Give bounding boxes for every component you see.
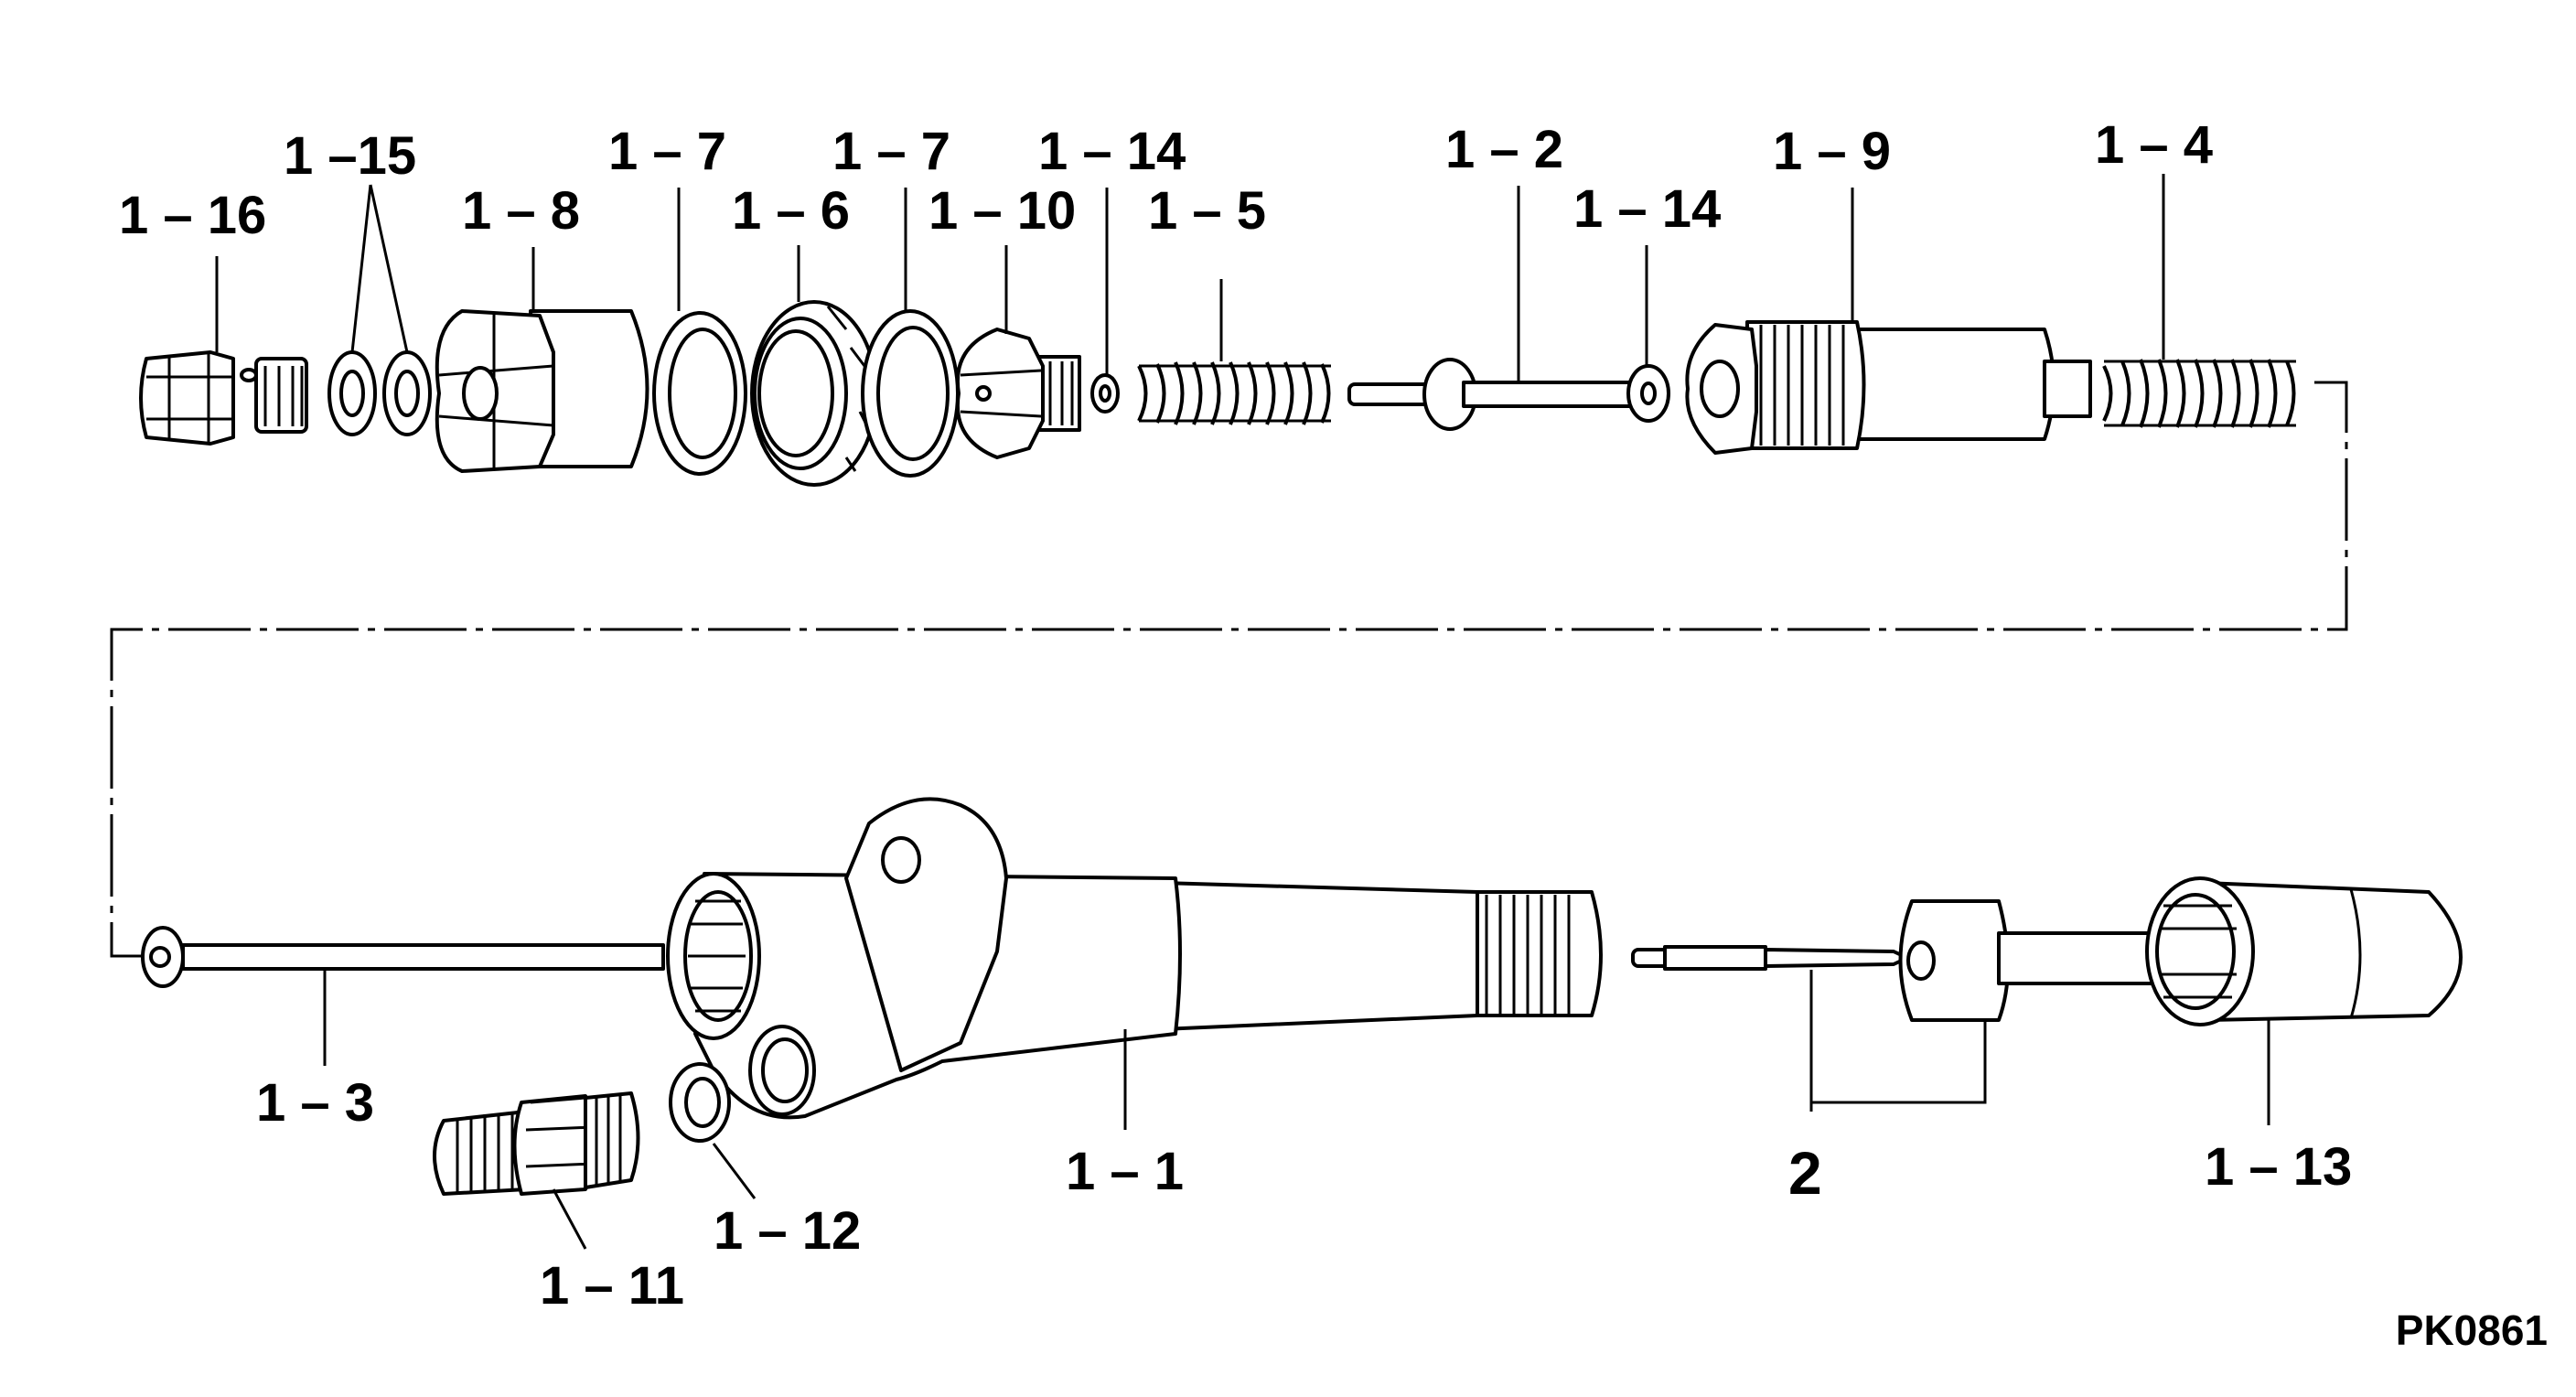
part-1-8-cap-nut: [435, 309, 649, 473]
figure-code: PK0861: [2396, 1306, 2548, 1354]
part-1-9-adjusting-body: [1685, 320, 2092, 455]
part-1-12-gasket: [669, 1062, 731, 1143]
label-1-6: 1 – 6: [732, 181, 850, 241]
part-1-7-seal-ring-b: [861, 309, 960, 478]
label-1-7b: 1 – 7: [832, 122, 950, 181]
part-1-2-push-rod: [1347, 358, 1635, 431]
label-1-13: 1 – 13: [2205, 1137, 2352, 1197]
part-1-7-seal-ring-a: [652, 311, 747, 476]
label-1-12: 1 – 12: [714, 1201, 861, 1261]
label-1-7a: 1 – 7: [608, 122, 726, 181]
label-2: 2: [1788, 1139, 1822, 1207]
label-1-3: 1 – 3: [256, 1073, 374, 1133]
part-1-13-retaining-nut: [2145, 876, 2463, 1026]
part-2-nozzle-assembly: [1631, 899, 2165, 1022]
label-1-10: 1 – 10: [928, 181, 1076, 241]
part-1-1-nozzle-holder-body: [666, 797, 1603, 1120]
label-1-16: 1 – 16: [119, 186, 266, 245]
part-1-11-connector: [433, 1091, 640, 1196]
part-1-16-bolt: [139, 350, 308, 446]
part-1-3-rod: [141, 926, 665, 988]
label-1-14a: 1 – 14: [1038, 122, 1186, 181]
part-1-15-gaskets: [327, 350, 432, 436]
part-1-10-valve-holder: [955, 328, 1081, 459]
label-1-9: 1 – 9: [1773, 122, 1891, 181]
label-1-15: 1 –15: [284, 126, 416, 186]
part-1-5-spring: [1137, 361, 1331, 425]
label-1-4: 1 – 4: [2095, 115, 2213, 175]
label-1-8: 1 – 8: [462, 181, 580, 241]
label-1-5: 1 – 5: [1148, 181, 1266, 241]
part-1-4-spring: [2102, 359, 2296, 428]
label-1-14b: 1 – 14: [1573, 179, 1721, 239]
leader-1-12: [712, 1143, 757, 1199]
part-1-6-ring-nut: [750, 300, 878, 487]
leader-1-11: [552, 1188, 587, 1250]
part-1-14-washer-b: [1626, 364, 1670, 423]
part-1-14-washer-a: [1090, 373, 1120, 414]
label-1-2: 1 – 2: [1445, 120, 1563, 179]
leader-1-15: [350, 184, 409, 353]
label-1-11: 1 – 11: [540, 1256, 684, 1316]
leader-2: [1809, 970, 1987, 1112]
label-1-1: 1 – 1: [1066, 1142, 1184, 1201]
assembly-connector-line: [110, 381, 2348, 958]
